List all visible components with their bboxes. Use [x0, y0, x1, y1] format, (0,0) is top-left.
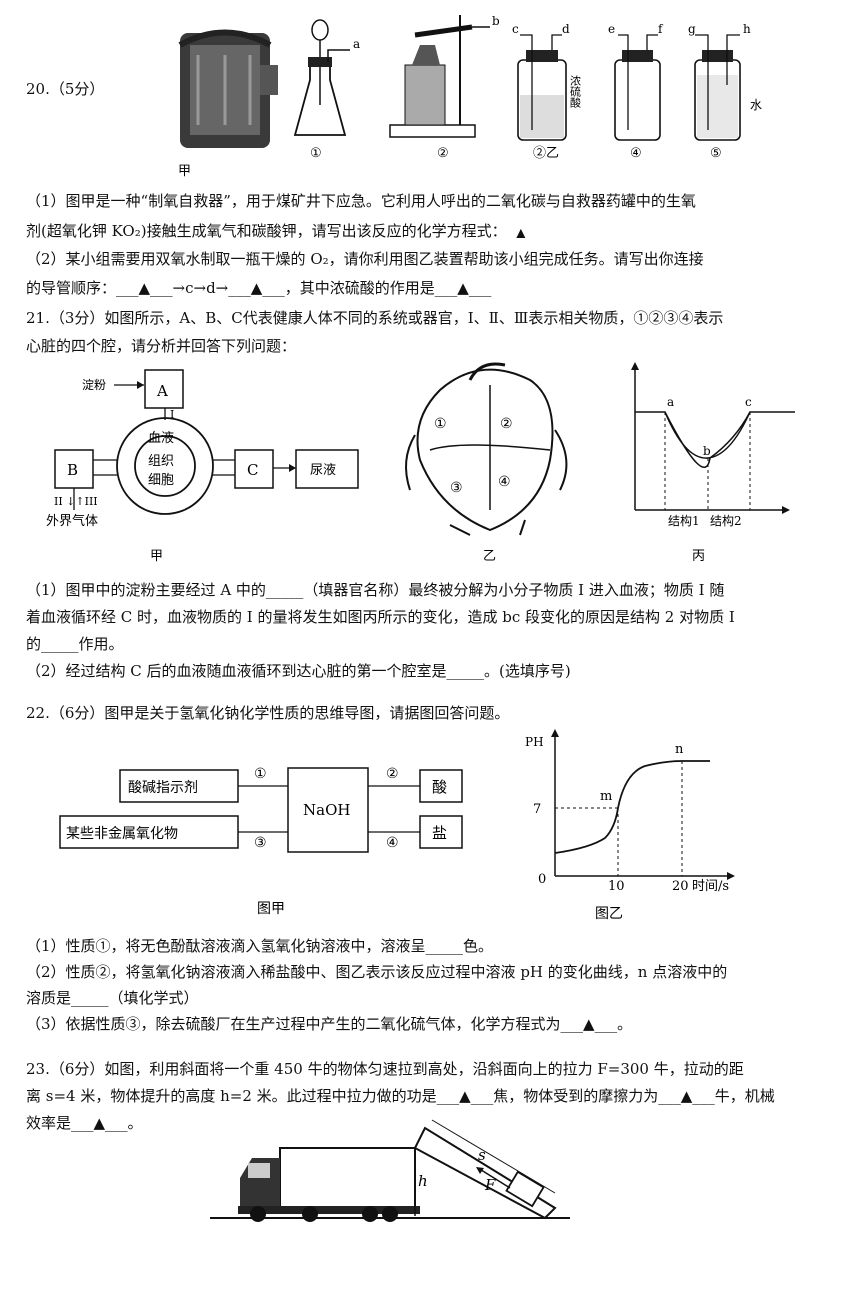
naoh-box: NaOH	[303, 801, 350, 819]
property-3-label: ③	[254, 835, 267, 851]
x-axis-label: 时间/s	[692, 879, 729, 894]
water-label: 水	[750, 98, 762, 112]
fig-label-yi: 图乙	[595, 906, 623, 922]
q23-line1: 23.（6分）如图，利用斜面将一个重 450 牛的物体匀速拉到高处，沿斜面向上的…	[26, 1060, 744, 1078]
q22-intro: 22.（6分）图甲是关于氢氧化钠化学性质的思维导图，请据图回答问题。	[26, 704, 510, 722]
box-a-label: A	[156, 382, 168, 400]
pipe-b-label: b	[492, 14, 500, 28]
q23-line2: 离 s=4 米，物体提升的高度 h=2 米。此过程中拉力做的功是___▲___焦…	[26, 1087, 775, 1105]
q22-p2-line2: 溶质是_____（填化学式）	[26, 989, 199, 1007]
q20-apparatus-figure: a b c d e f g h 浓硫酸 水 ① ② ②乙 ④ ⑤ 甲	[178, 14, 762, 179]
truck-illustration	[238, 1147, 420, 1222]
indicator-box: 酸碱指示剂	[128, 780, 198, 796]
heart-chamber-4: ④	[498, 474, 511, 490]
heart-chamber-1: ①	[434, 416, 447, 432]
urine-label: 尿液	[310, 463, 336, 478]
pipe-f-label: f	[658, 22, 664, 36]
point-n-label: n	[675, 742, 684, 757]
q20-p2-line2: 的导管顺序：___▲___→c→d→___▲___，其中浓硫酸的作用是___▲_…	[26, 279, 492, 297]
pipe-e-label: e	[608, 22, 615, 36]
q21-intro-line2: 心脏的四个腔，请分析并回答下列问题：	[26, 337, 297, 355]
heart-chamber-3: ③	[450, 480, 463, 496]
box-b-label: B	[67, 461, 78, 479]
q21-figures: 淀粉 A I 血液 组织 细胞 B C 尿液 II ↓↑III 外界气体 甲 ①…	[46, 362, 795, 564]
ph-7-tick: 7	[533, 802, 541, 817]
heating-tube-apparatus	[389, 15, 490, 138]
label-s: s	[478, 1146, 486, 1164]
struct-2-label: 结构2	[710, 513, 742, 528]
cell-label: 细胞	[148, 473, 174, 488]
q21-p1-line1: （1）图甲中的淀粉主要经过 A 中的_____（填器官名称）最终被分解为小分子物…	[26, 581, 725, 599]
q23-line3: 效率是___▲___。	[26, 1114, 143, 1132]
tissue-label: 组织	[148, 454, 174, 469]
roman-23-label: II ↓↑III	[54, 495, 98, 508]
q22-p1: （1）性质①，将无色酚酞溶液滴入氢氧化钠溶液中，溶液呈_____色。	[26, 937, 494, 955]
fig-label-yi: 乙	[483, 549, 496, 564]
pipe-h-label: h	[743, 22, 751, 36]
nonmetal-oxide-box: 某些非金属氧化物	[66, 826, 178, 842]
label-f: F	[484, 1176, 496, 1194]
gas-washing-bottle-acid	[517, 34, 567, 141]
q21-p1-line3: 的_____作用。	[26, 635, 124, 653]
property-2-label: ②	[386, 766, 399, 782]
struct-1-label: 结构1	[668, 513, 700, 528]
q20-p1-line2: 剂(超氧化钾 KO₂)接触生成氧气和碳酸钾，请写出该反应的化学方程式：▲	[26, 222, 526, 240]
substance-level-graph	[631, 362, 795, 514]
roman-1-label: I	[170, 408, 174, 421]
q21-intro-line1: 21.（3分）如图所示，A、B、C代表健康人体不同的系统或器官，Ⅰ、Ⅱ、Ⅲ表示相…	[26, 309, 724, 327]
fig-label-2: ②	[437, 146, 449, 161]
x-20-tick: 20	[672, 879, 689, 894]
ph-axis-label: PH	[525, 735, 544, 749]
x-10-tick: 10	[608, 879, 625, 894]
property-1-label: ①	[254, 766, 267, 782]
heart-chamber-2: ②	[500, 416, 513, 432]
q23-truck-incline-figure: s h F	[210, 1119, 570, 1222]
conical-flask-apparatus	[293, 19, 350, 136]
pipe-c-label: c	[512, 22, 519, 36]
label-h: h	[418, 1172, 428, 1190]
incline-plane	[210, 1119, 570, 1220]
starch-label: 淀粉	[82, 378, 106, 392]
acid-box: 酸	[432, 778, 447, 796]
oxygen-self-rescuer-image	[178, 29, 278, 148]
pipe-a-label: a	[353, 37, 360, 51]
point-m-label: m	[600, 789, 612, 804]
fig-label-1: ①	[310, 146, 322, 161]
fig-label-jia: 甲	[150, 549, 163, 564]
q20-p1-line1: （1）图甲是一种“制氧自救器”，用于煤矿井下应急。它利用人呼出的二氧化碳与自救器…	[26, 192, 696, 210]
q20-header: 20.（5分）	[26, 80, 105, 98]
property-4-label: ④	[386, 835, 399, 851]
fig-label-5: ⑤	[710, 146, 722, 161]
box-c-label: C	[247, 461, 258, 479]
salt-box: 盐	[432, 824, 447, 842]
q22-p3: （3）依据性质③，除去硫酸厂在生产过程中产生的二氧化硫气体，化学方程式为___▲…	[26, 1015, 633, 1033]
graph-point-a: a	[667, 395, 674, 409]
fig-label-jia: 甲	[178, 164, 191, 179]
blood-label: 血液	[148, 431, 174, 446]
q20-p2-line1: （2）某小组需要用双氧水制取一瓶干燥的 O₂，请你利用图乙装置帮助该小组完成任务…	[26, 250, 704, 268]
fig-label-4: ④	[630, 146, 642, 161]
conc-acid-label: 浓硫酸	[569, 75, 582, 109]
ph-curve-graph	[551, 729, 735, 880]
q21-p2-line1: （2）经过结构 C 后的血液随血液循环到达心脏的第一个腔室是_____。(选填序…	[26, 662, 571, 680]
empty-bottle-4	[614, 34, 661, 141]
naoh-mind-map	[59, 767, 463, 853]
fig-label-bing: 丙	[692, 549, 705, 564]
water-bottle-5	[694, 34, 741, 141]
origin-label: 0	[538, 872, 546, 887]
fig-label-yi: ②乙	[533, 146, 559, 161]
q21-p1-line2: 着血液循环经 C 时，血液物质的 I 的量将发生如图丙所示的变化，造成 bc 段…	[26, 608, 735, 626]
body-systems-diagram	[54, 369, 359, 515]
graph-point-b: b	[703, 444, 711, 458]
fig-label-jia: 图甲	[257, 901, 285, 917]
q22-p2-line1: （2）性质②，将氢氧化钠溶液滴入稀盐酸中、图乙表示该反应过程中溶液 pH 的变化…	[26, 963, 728, 981]
pipe-d-label: d	[562, 22, 570, 36]
graph-point-c: c	[745, 395, 752, 409]
heart-diagram	[405, 362, 568, 536]
outside-air-label: 外界气体	[46, 513, 98, 529]
pipe-g-label: g	[688, 22, 696, 36]
q22-figures: 酸碱指示剂 某些非金属氧化物 NaOH 酸 盐 ① ③ ② ④ 图甲 PH 7 …	[59, 729, 735, 922]
